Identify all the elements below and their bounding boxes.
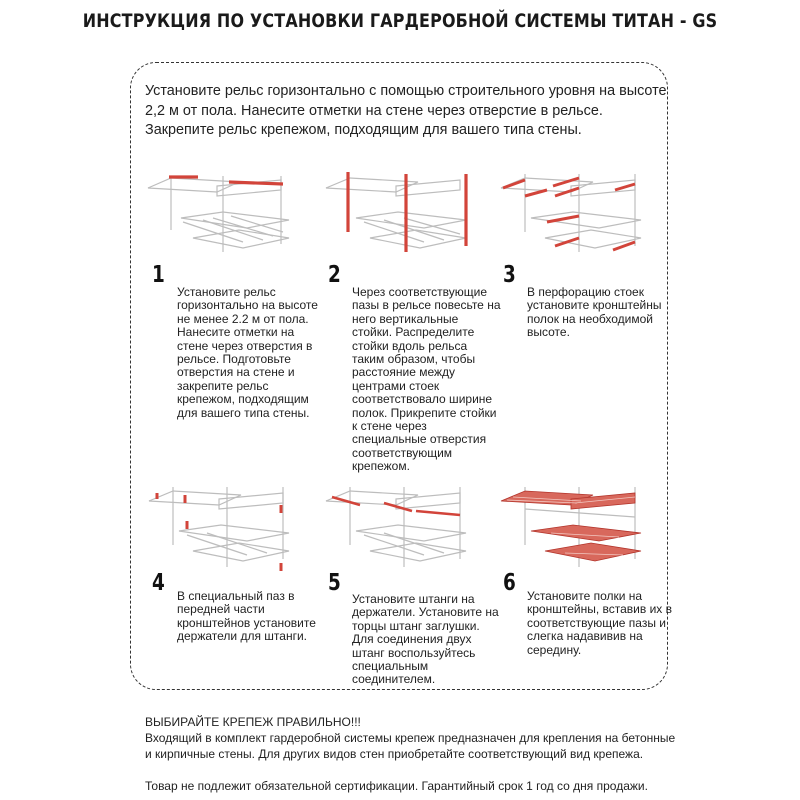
step-2-line: пазы в рельсе повесьте на [352,298,501,313]
intro-text: Установите рельс горизонтально с помощью… [145,82,670,141]
step-6-line: Установите полки на [527,589,643,603]
step-2-line: Через соответствующие [352,285,488,299]
step-2-line: крепежом. [352,459,410,474]
step-3-description: В перфорацию стоек установите кронштейны… [527,285,662,340]
step-3-line: установите кронштейны [527,298,662,313]
step-2-description: Через соответствующие пазы в рельсе пове… [352,285,501,474]
step-1-line: крепежом, подходящим [177,392,309,407]
step-2-line: к стене через [352,419,427,434]
step-3-line: В перфорацию стоек [527,285,644,299]
step-1-line: рельсе. Подготовьте [177,352,291,367]
step-number: 5 [328,570,341,596]
step-4-line: кронштейнов установите [177,615,316,630]
step-2-line: расстояние между [352,365,456,380]
step-2-line: полок. Прикрепите стойки [352,405,497,420]
step-5-line: торцы штанг заглушки. [352,618,480,633]
certification-note: Товар не подлежит обязательной сертифика… [145,779,648,793]
intro-line: Закрепите рельс крепежом, подходящим для… [145,122,582,138]
step-2-illustration [325,172,468,252]
step-2-line: стойки. Распределите [352,325,475,340]
step-1-line: горизонтально на высоте [177,298,318,313]
step-3-illustration [500,174,642,252]
step-5-line: Установите штанги на [352,592,475,606]
step-2-line: стойки вдоль рельса [352,338,468,353]
step-4-line: В специальный паз в [177,589,295,603]
step-4-description: В специальный паз в передней части кронш… [177,589,316,644]
instruction-frame [130,62,668,690]
intro-line: Установите рельс горизонтально с помощью… [145,83,667,99]
step-5-line: специальным [352,659,429,674]
step-2-line: центрами стоек [352,378,440,393]
step-2-line: таким образом, чтобы [352,352,476,367]
step-6-line: кронштейны, вставив их в [527,602,672,617]
step-number: 4 [152,570,165,596]
step-number: 3 [503,262,516,288]
intro-line: 2,2 м от пола. Нанесите отметки на стене… [145,102,603,119]
step-number: 6 [503,570,516,596]
step-2-line: соответствующим [352,445,453,460]
step-6-line: середину. [527,642,582,657]
step-6-illustration [500,487,642,567]
step-2-line: него вертикальные [352,311,459,326]
step-4-line: держатели для штанги. [177,629,308,644]
footer-line: и кирпичные стены. Для других видов стен… [145,747,644,761]
step-5-line: соединителем. [352,672,436,687]
step-1-line: не менее 2.2 м от пола. [177,311,309,326]
step-1-line: для вашего типа стены. [177,405,310,420]
step-5-line: держатели. Установите на [352,605,499,620]
step-2-line: специальные отверстия [352,432,487,447]
step-number: 1 [152,262,165,288]
step-1-line: стене через отверстия в [177,338,313,353]
step-3-line: высоте. [527,325,570,340]
step-1-line: Установите рельс [177,285,276,299]
step-3-line: полок на необходимой [527,311,653,326]
step-4-illustration [148,487,290,571]
step-2-line: соответствовало ширине [352,392,493,407]
page-title: ИНСТРУКЦИЯ ПО УСТАНОВКИ ГАРДЕРОБНОЙ СИСТ… [82,10,718,32]
step-6-line: соответствующие пазы и [527,615,666,630]
step-5-illustration [325,487,467,567]
footer-heading: ВЫБИРАЙТЕ КРЕПЕЖ ПРАВИЛЬНО!!! [145,715,361,729]
step-number: 2 [328,262,341,288]
step-1-description: Установите рельс горизонтально на высоте… [177,285,318,420]
step-5-description: Установите штанги на держатели. Установи… [352,592,499,687]
step-5-line: Для соединения двух [352,632,472,647]
footer-notes: ВЫБИРАЙТЕ КРЕПЕЖ ПРАВИЛЬНО!!! Входящий в… [145,714,676,794]
footer-line: Входящий в комплект гардеробной системы … [145,731,676,745]
step-4-line: передней части [177,602,265,617]
step-1-line: Нанесите отметки на [177,325,295,340]
step-6-description: Установите полки на кронштейны, вставив … [527,589,672,657]
step-5-line: штанг воспользуйтесь [352,645,476,660]
step-1-line: закрепите рельс [177,378,269,393]
step-6-line: слегка надавивив на [527,629,643,644]
step-1-line: отверстия на стене и [177,365,295,380]
step-1-illustration [147,175,290,252]
